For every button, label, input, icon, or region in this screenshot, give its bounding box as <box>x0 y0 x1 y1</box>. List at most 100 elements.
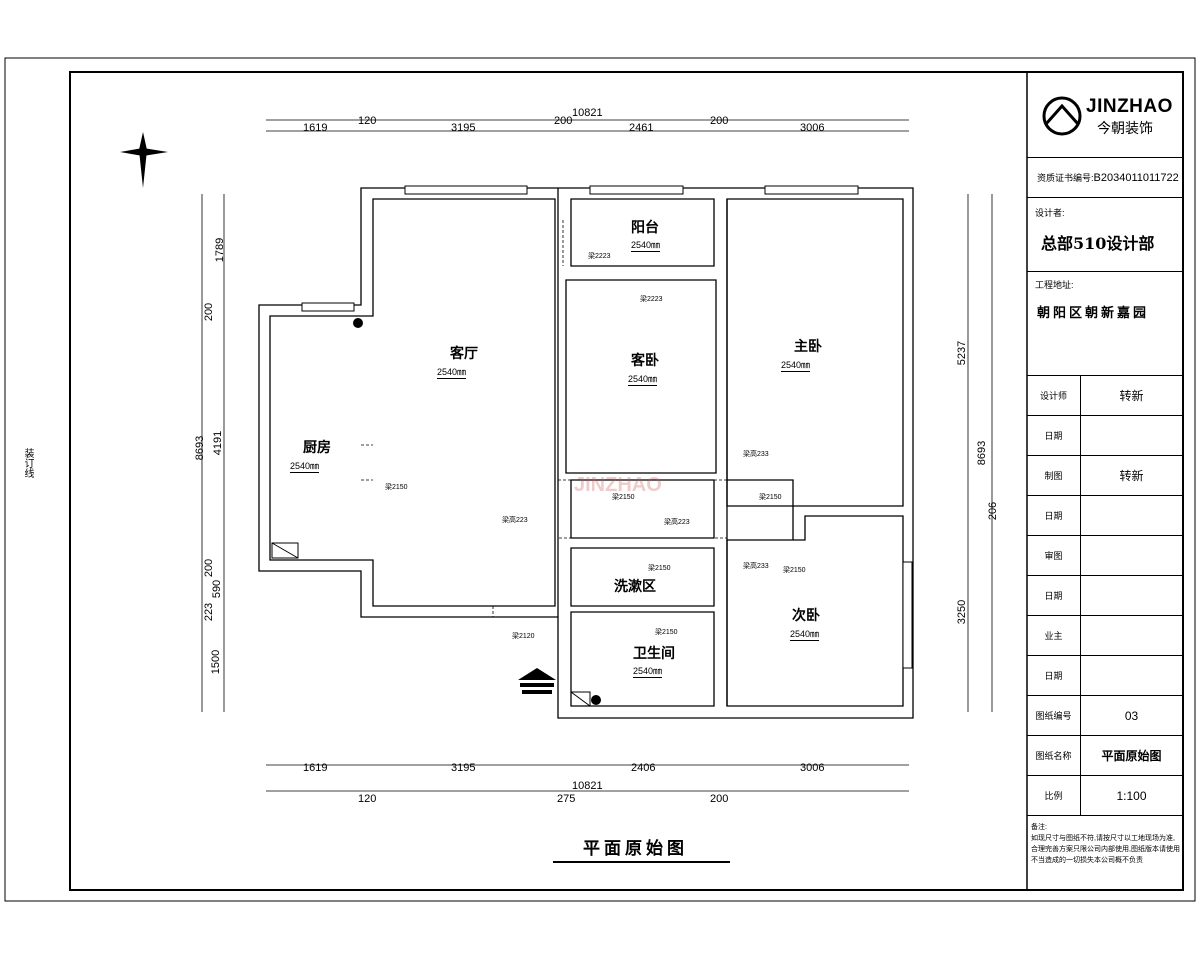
tb-value: 转新 <box>1119 469 1144 483</box>
tb-key: 业主 <box>1027 616 1081 655</box>
title-block-cert: 资质证书编号: B2034011011722 <box>1027 158 1182 198</box>
dim-left: 1789 <box>214 237 227 263</box>
room-balcony: 阳台 <box>631 220 659 236</box>
tb-value: 平面原始图 <box>1101 749 1162 763</box>
room-second: 次卧 <box>792 608 820 624</box>
beam-label: 梁2223 <box>640 296 663 303</box>
north-arrow-icon <box>120 132 168 188</box>
beam-label: 梁2223 <box>588 253 611 260</box>
watermark-logo: JINZHAO <box>540 474 662 497</box>
tb-row: 审图 <box>1027 536 1182 576</box>
door-openings <box>361 220 728 617</box>
tb-row: 比例 1:100 <box>1027 776 1182 816</box>
room-living: 客厅 <box>450 346 478 362</box>
cert-label: 资质证书编号: <box>1037 173 1094 183</box>
tb-key: 制图 <box>1027 456 1081 495</box>
tb-row: 日期 <box>1027 496 1182 536</box>
tb-key: 日期 <box>1027 416 1081 455</box>
dim-left: 4191 <box>212 430 225 456</box>
inner-frame <box>69 71 1184 891</box>
dim-top: 1619 <box>303 122 328 134</box>
dim-bottom: 1619 <box>303 762 328 774</box>
tb-row: 图纸编号 03 <box>1027 696 1182 736</box>
floor-drain-icon <box>570 691 591 707</box>
tb-row: 制图 转新 <box>1027 456 1182 496</box>
tb-row: 图纸名称 平面原始图 <box>1027 736 1182 776</box>
entrance-arrow-icon <box>518 668 556 694</box>
dim-top: 200 <box>554 115 573 127</box>
windows <box>301 185 913 669</box>
title-block-designer: 设计者: 总部510设计部 <box>1027 198 1182 272</box>
cert-number: B2034011011722 <box>1093 171 1179 184</box>
beam-label: 梁2120 <box>512 633 535 640</box>
tb-value: 1:100 <box>1116 788 1147 803</box>
tb-row: 业主 <box>1027 616 1182 656</box>
dim-bottom: 3195 <box>451 762 476 774</box>
pipe-icon <box>591 695 601 705</box>
tb-key: 比例 <box>1027 776 1081 815</box>
tb-row: 日期 <box>1027 416 1182 456</box>
height-master: 2540㎜ <box>781 360 811 372</box>
dim-left-total: 8693 <box>194 435 207 461</box>
dim-left: 590 <box>211 579 224 599</box>
project-value: 朝阳区朝新嘉园 <box>1037 306 1150 321</box>
dim-left: 200 <box>203 302 216 322</box>
height-guest: 2540㎜ <box>628 374 658 386</box>
title-block-project: 工程地址: 朝阳区朝新嘉园 <box>1027 272 1182 376</box>
beam-label: 梁2150 <box>648 565 671 572</box>
notes: 备注: 如现尺寸与图纸不符,请按尺寸以工地现场为准,合理完善方案只限公司内部使用… <box>1031 822 1181 866</box>
tb-row: 设计师转新 <box>1027 376 1182 416</box>
dim-top: 2461 <box>629 122 654 134</box>
beam-label: 梁2150 <box>655 629 678 636</box>
dim-top: 120 <box>358 115 377 127</box>
beam-label: 梁2150 <box>783 567 806 574</box>
dim-right-total: 8693 <box>976 440 989 466</box>
dim-bottom: 2406 <box>631 762 656 774</box>
beam-label: 梁高223 <box>502 517 528 524</box>
drawing-title: 平面原始图 <box>583 839 688 859</box>
dim-left: 1500 <box>210 649 223 675</box>
tb-key: 图纸名称 <box>1027 736 1081 775</box>
dim-bottom-total: 10821 <box>572 780 603 792</box>
beam-label: 梁2150 <box>759 494 782 501</box>
tb-value: 03 <box>1124 708 1139 723</box>
height-balcony: 2540㎜ <box>631 240 661 252</box>
dim-right: 5237 <box>956 340 969 366</box>
beam-label: 梁高233 <box>743 451 769 458</box>
dim-left: 200 <box>203 558 216 578</box>
pipe-icon <box>353 318 363 328</box>
dim-bottom-sub: 200 <box>710 793 729 805</box>
dim-left: 223 <box>203 602 216 622</box>
dim-right: 3250 <box>956 599 969 625</box>
title-block-logo <box>1027 72 1182 158</box>
room-kitchen: 厨房 <box>303 440 331 456</box>
height-living: 2540㎜ <box>437 367 467 379</box>
height-second: 2540㎜ <box>790 629 820 641</box>
height-bath: 2540㎜ <box>633 666 663 678</box>
room-wash: 洗漱区 <box>614 579 656 595</box>
tb-key: 日期 <box>1027 576 1081 615</box>
tb-row: 日期 <box>1027 656 1182 696</box>
brand-name: JINZHAO <box>1086 96 1173 117</box>
dim-right: 206 <box>987 501 1000 521</box>
notes-label: 备注: <box>1031 824 1047 831</box>
beam-label: 梁高233 <box>743 563 769 570</box>
dim-bottom: 3006 <box>800 762 825 774</box>
tb-key: 图纸编号 <box>1027 696 1081 735</box>
project-label: 工程地址: <box>1035 280 1074 290</box>
tb-row: 日期 <box>1027 576 1182 616</box>
outer-frame <box>4 57 1196 902</box>
beam-label: 梁高223 <box>664 519 690 526</box>
height-kitchen: 2540㎜ <box>290 461 320 473</box>
tb-key: 设计师 <box>1027 376 1081 415</box>
tb-key: 日期 <box>1027 496 1081 535</box>
beam-label: 梁2150 <box>385 484 408 491</box>
dim-bottom-sub: 120 <box>358 793 377 805</box>
designer-value: 总部510设计部 <box>1041 234 1155 253</box>
tb-key: 审图 <box>1027 536 1081 575</box>
room-master: 主卧 <box>794 339 822 355</box>
dim-top: 200 <box>710 115 729 127</box>
beam-label: 梁2150 <box>612 494 635 501</box>
tb-key: 日期 <box>1027 656 1081 695</box>
